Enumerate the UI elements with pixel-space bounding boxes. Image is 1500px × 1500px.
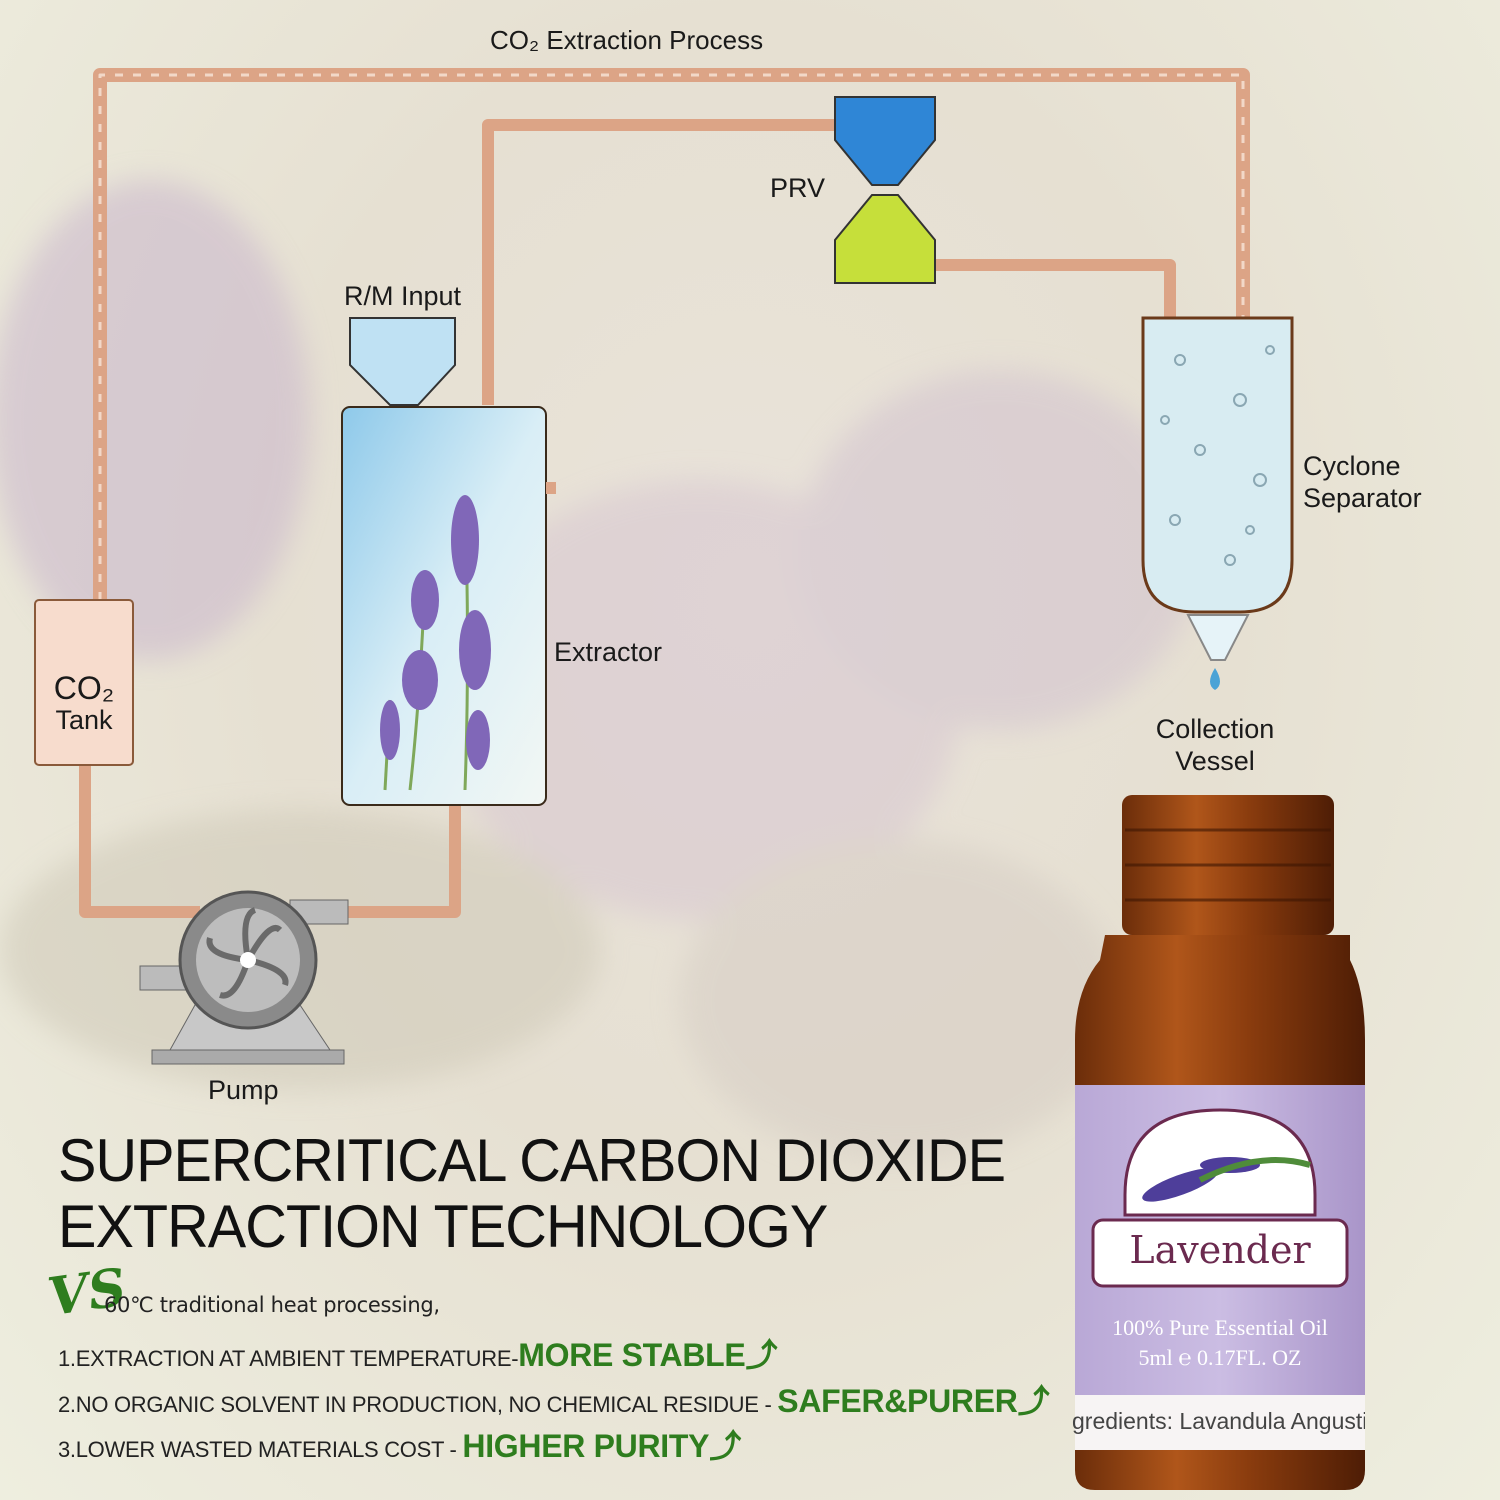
diagram-title: CO₂ Extraction Process	[490, 25, 764, 55]
headline-line2: EXTRACTION TECHNOLOGY	[58, 1193, 828, 1260]
cyclone-label: Cyclone Separator	[1303, 450, 1422, 514]
lavender-oil-bottle	[1075, 795, 1365, 1490]
collection-label-line2: Vessel	[1175, 746, 1255, 776]
bottle-volume: 5ml ℮ 0.17FL. OZ	[1138, 1345, 1302, 1370]
benefit-2-text: 2.NO ORGANIC SOLVENT IN PRODUCTION, NO C…	[58, 1392, 778, 1417]
pipes	[79, 68, 1250, 918]
prv-label: PRV	[770, 173, 826, 203]
bottle-product-name: Lavender	[1129, 1228, 1311, 1272]
comparison-intro: 60℃ traditional heat processing,	[104, 1293, 440, 1317]
cyclone-label-line1: Cyclone	[1303, 451, 1401, 481]
benefit-1-highlight: MORE STABLE	[518, 1337, 746, 1373]
pump	[139, 890, 349, 1065]
rm-input-label: R/M Input	[344, 281, 462, 311]
collection-label: Collection Vessel	[1140, 713, 1290, 777]
up-arrow-icon: ⤴	[745, 1337, 778, 1373]
extractor-vessel	[341, 406, 556, 806]
cyclone-separator	[1141, 316, 1294, 690]
prv-valve	[834, 96, 936, 284]
co2-tank-label-line1: CO₂	[53, 670, 115, 706]
pump-label: Pump	[208, 1075, 279, 1105]
oil-drop-icon	[1210, 668, 1220, 690]
up-arrow-icon: ⤴	[709, 1428, 741, 1464]
co2-tank	[34, 599, 134, 766]
benefit-2-highlight: SAFER&PURER	[777, 1383, 1018, 1419]
up-arrow-icon: ⤴	[1017, 1383, 1050, 1419]
co2-tank-label-line2: Tank	[55, 705, 113, 735]
collection-label-line1: Collection	[1155, 714, 1275, 744]
headline-line1: SUPERCRITICAL CARBON DIOXIDE	[58, 1127, 1006, 1194]
benefit-3-highlight: HIGHER PURITY	[462, 1428, 710, 1464]
benefit-2: 2.NO ORGANIC SOLVENT IN PRODUCTION, NO C…	[58, 1376, 1050, 1422]
co2-tank-label: CO₂ Tank	[35, 672, 133, 736]
benefit-1-text: 1.EXTRACTION AT AMBIENT TEMPERATURE-	[58, 1346, 519, 1371]
bottle-subtitle: 100% Pure Essential Oil	[1112, 1315, 1328, 1340]
benefit-3-text: 3.LOWER WASTED MATERIALS COST -	[58, 1437, 463, 1462]
benefit-1: 1.EXTRACTION AT AMBIENT TEMPERATURE-MORE…	[58, 1330, 777, 1376]
benefit-3: 3.LOWER WASTED MATERIALS COST - HIGHER P…	[58, 1421, 741, 1467]
extractor-label: Extractor	[554, 637, 663, 667]
cyclone-label-line2: Separator	[1303, 483, 1422, 513]
rm-input-funnel	[349, 317, 456, 406]
headline: SUPERCRITICAL CARBON DIOXIDE EXTRACTION …	[58, 1127, 1006, 1260]
bottle-ingredients: gredients: Lavandula Angustifolia	[1072, 1408, 1365, 1434]
